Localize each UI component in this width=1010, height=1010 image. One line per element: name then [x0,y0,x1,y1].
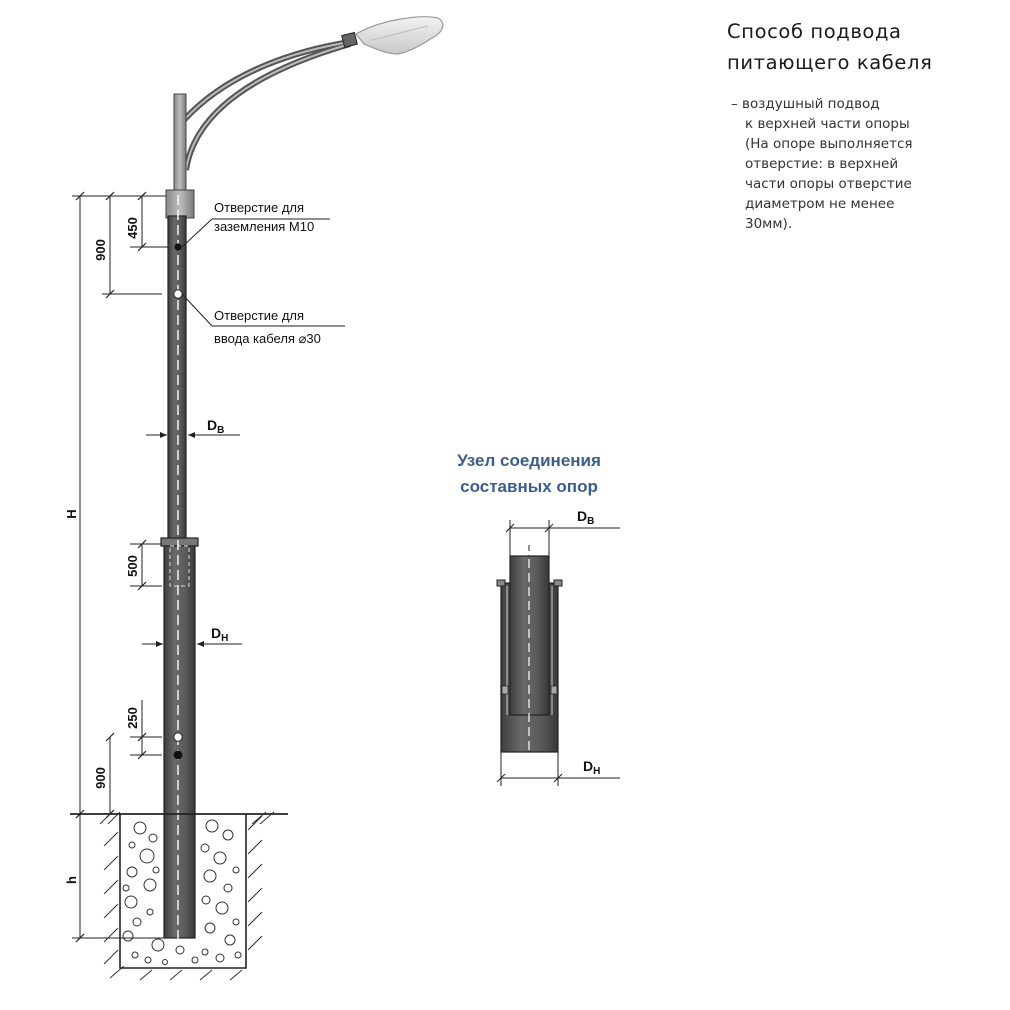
cable-hole-label-line2: ввода кабеля ⌀30 [214,331,321,346]
grounding-hole-bottom [173,750,183,760]
section-title-line2: питающего кабеля [727,51,933,74]
grounding-hole-label-line1: Отверстие для [214,200,304,215]
cable-entry-hole-bottom [173,732,183,742]
grounding-hole-top [174,243,182,251]
description-line3: (На опоре выполняется [745,136,913,152]
joint-d-bottom-label: DН [583,758,600,777]
joint-collar [160,537,199,547]
dim-900-bottom-label: 900 [93,767,108,789]
cable-entry-hole-top [173,289,183,299]
lower-section [163,545,196,939]
foundation [70,811,288,981]
upper-section [167,215,187,543]
dim-900-top-label: 900 [93,239,108,261]
description-line4: отверстие: в верхней [745,156,899,172]
grounding-hole-label-line2: заземления М10 [214,219,314,234]
section-title-line1: Способ подвода [727,20,902,43]
description-line5: части опоры отверстие [745,176,912,192]
dim-500-label: 500 [125,555,140,577]
description-line7: 30мм). [745,216,793,232]
bracket-stem [173,93,187,191]
description-line1: – воздушный подвод [731,96,880,112]
d-top-main-label: DВ [207,417,224,436]
dim-h-label: h [64,876,79,884]
joint-detail: Узел соединения составных опор [457,451,620,786]
section-title: Способ подвода питающего кабеля [727,16,997,78]
d-bottom-main-label: DН [211,625,228,644]
dim-450-label: 450 [125,217,140,239]
cable-supply-description: – воздушный подвод к верхней части опоры… [731,94,991,234]
description-line6: диаметром не менее [745,196,895,212]
joint-title-line1: Узел соединения [457,451,601,470]
joint-title-line2: составных опор [460,477,598,496]
description-line2: к верхней части опоры [745,116,910,132]
main-pole [160,16,444,965]
dimension-lines [72,191,345,943]
dim-250-label: 250 [125,707,140,729]
joint-d-top-label: DВ [577,508,594,527]
cable-hole-label-line1: Отверстие для [214,308,304,323]
pole-head-block [165,189,195,219]
luminaire [341,16,444,55]
dim-H-label: H [64,509,79,518]
